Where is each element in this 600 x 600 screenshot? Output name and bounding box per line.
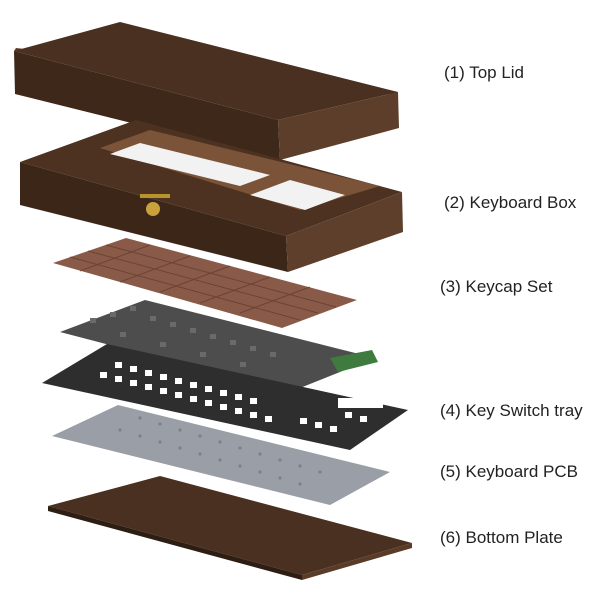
top-lid-front-face bbox=[14, 51, 280, 160]
key-switches-part bbox=[60, 300, 378, 392]
part-label-top-lid: (1) Top Lid bbox=[444, 63, 525, 82]
keyboard-box-side-face bbox=[286, 192, 403, 272]
controller-board bbox=[330, 350, 378, 372]
part-label-keyboard-box: (2) Keyboard Box bbox=[444, 193, 577, 212]
keyboard-box-front-face bbox=[20, 162, 288, 272]
top-lid-part bbox=[14, 22, 399, 160]
pcb-board bbox=[52, 405, 390, 505]
keyboard-pcb-part bbox=[52, 405, 390, 505]
key-switch-tray-part bbox=[42, 344, 408, 450]
switch-field bbox=[60, 300, 375, 392]
part-label-keyboard-pcb: (5) Keyboard PCB bbox=[440, 462, 578, 481]
top-lid-side-face bbox=[278, 92, 399, 160]
box-lock-badge bbox=[146, 202, 160, 216]
box-opening-left bbox=[110, 143, 270, 186]
part-label-bottom-plate: (6) Bottom Plate bbox=[440, 528, 563, 547]
top-lid-top-face bbox=[14, 22, 398, 120]
box-opening-right bbox=[250, 180, 345, 210]
keycap-set-part bbox=[53, 238, 357, 328]
part-label-keycap-set: (3) Keycap Set bbox=[440, 277, 553, 296]
bottom-plate-top-face bbox=[48, 476, 412, 575]
keyboard-box-part bbox=[20, 120, 403, 272]
part-label-key-switch-tray: (4) Key Switch tray bbox=[440, 401, 583, 420]
bottom-plate-part bbox=[48, 476, 412, 580]
